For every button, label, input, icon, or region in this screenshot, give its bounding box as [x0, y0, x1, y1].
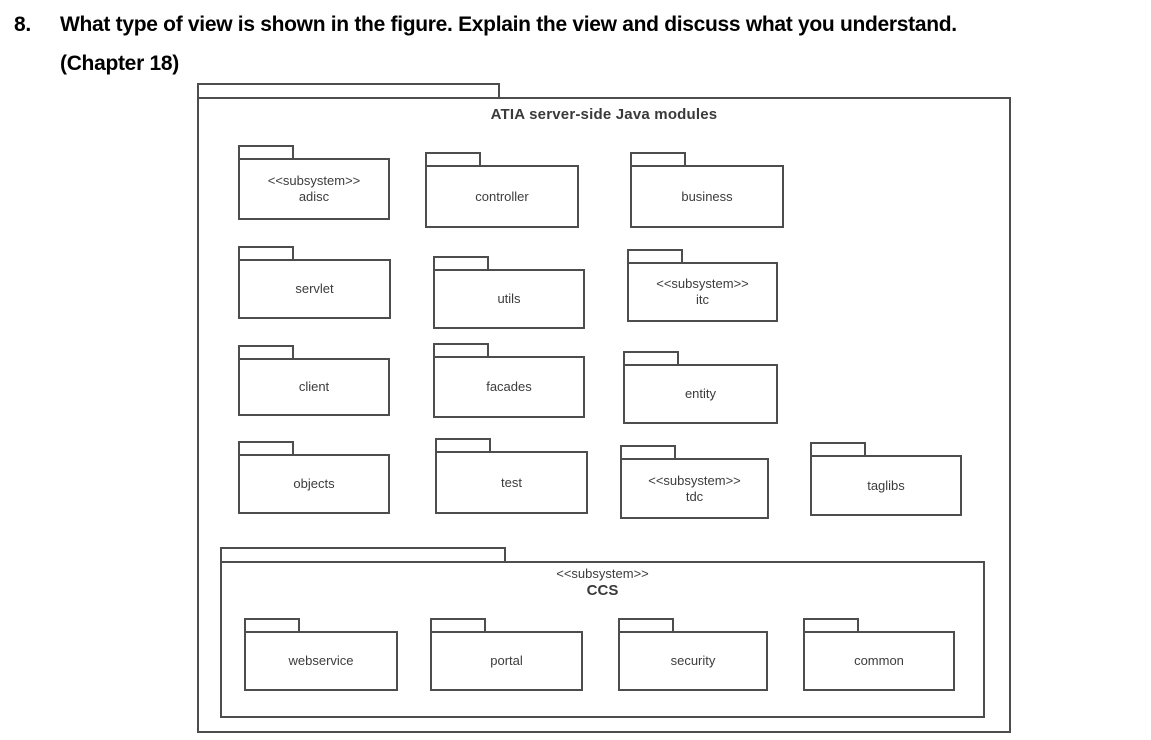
package-name: test: [501, 474, 522, 490]
package-name: taglibs: [867, 477, 905, 493]
package-name: adisc: [298, 189, 330, 204]
package-name: CCS: [586, 582, 619, 599]
package-name: tdc: [685, 488, 704, 504]
package-name: controller: [475, 188, 529, 204]
question-chapter: (Chapter 18): [60, 52, 179, 75]
package-name: entity: [684, 386, 717, 401]
question-text: What type of view is shown in the figure…: [60, 13, 957, 36]
package-heading: <<subsystem>> CCS: [220, 566, 985, 600]
package-name: business: [681, 188, 733, 204]
question-number: 8.: [14, 13, 31, 36]
package-name: facades: [486, 379, 532, 394]
package-name: objects: [293, 476, 335, 491]
package-name: utils: [497, 291, 521, 306]
package-name: security: [670, 653, 716, 668]
package-name: portal: [490, 653, 523, 668]
question-block: 8. What type of view is shown in the fig…: [14, 5, 1147, 83]
package-name: common: [854, 653, 904, 668]
package-name: webservice: [288, 653, 354, 668]
package-name: servlet: [295, 281, 334, 296]
package-name: client: [298, 379, 330, 394]
package-name: itc: [696, 292, 709, 307]
package-title: ATIA server-side Java modules: [490, 106, 718, 123]
package-stereotype: <<subsystem>>: [656, 276, 749, 291]
package-stereotype: <<subsystem>>: [648, 472, 741, 488]
question-body: What type of view is shown in the figure…: [60, 5, 957, 83]
package-stereotype: <<subsystem>>: [267, 173, 361, 188]
package-stereotype: <<subsystem>>: [556, 566, 649, 581]
